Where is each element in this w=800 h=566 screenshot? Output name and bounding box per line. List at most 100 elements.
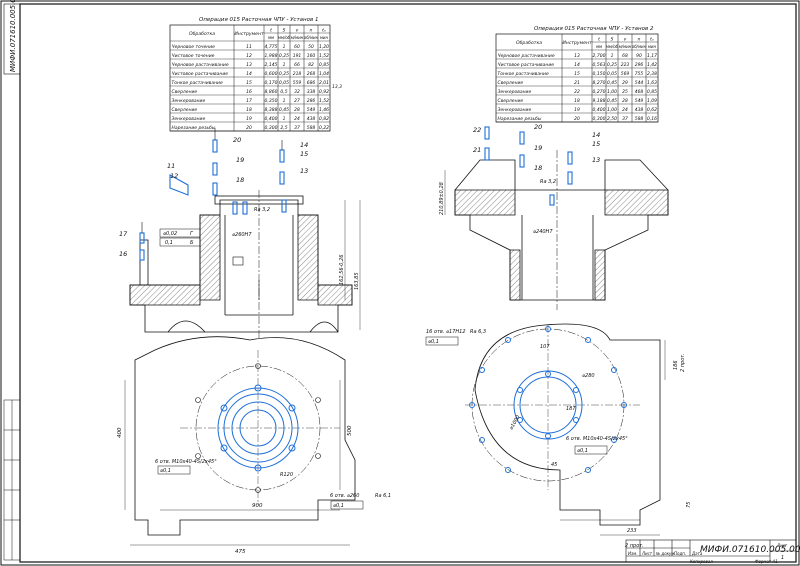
right-d75: 75 xyxy=(686,502,692,508)
tb-izm: Изм. xyxy=(628,551,637,556)
right-tools xyxy=(484,126,573,206)
table1-cell: 338 xyxy=(307,89,316,95)
table1-cell: 438 xyxy=(307,116,316,122)
left-ra2: Ra 6,1 xyxy=(375,493,391,499)
table1-cell: 218 xyxy=(293,71,302,77)
table1-cell: 268 xyxy=(307,71,316,77)
left-margin-strip xyxy=(3,399,21,561)
right-d280: ⌀280 xyxy=(582,373,595,379)
table1-cell: 16 xyxy=(246,89,252,95)
table2-cell: 22 xyxy=(574,89,580,95)
table1-header-6: tₒ xyxy=(322,28,326,34)
table1-cell: 0,92 xyxy=(319,89,329,95)
left-d400: 400 xyxy=(117,427,123,438)
table2-cell: 755 xyxy=(635,71,644,77)
table2-cell: 0,62 xyxy=(647,107,657,113)
table1-cell: 18 xyxy=(246,107,252,113)
table1-cell: 13 xyxy=(246,62,252,68)
table2-header-6: tₒ xyxy=(650,37,654,43)
callout-13: 13 xyxy=(300,167,308,175)
table2-cell: Нарезание резьбы xyxy=(498,116,542,122)
r-callout-14: 14 xyxy=(592,131,600,139)
r-callout-21: 21 xyxy=(473,146,481,154)
table2-cell: 15 xyxy=(574,71,580,77)
table2-cell: 0,25 xyxy=(607,62,617,68)
table2-cell: 20 xyxy=(574,116,580,122)
table2-cell: 438 xyxy=(635,107,644,113)
table1-unit-4: м/мин xyxy=(291,35,304,40)
table1-cell: 8,388 xyxy=(265,107,278,113)
table1-cell: 15 xyxy=(246,80,252,86)
table2-cell: 2,700 xyxy=(593,53,606,59)
table1-cell: 160 xyxy=(307,53,316,59)
table1-cell: 0,45 xyxy=(279,107,289,113)
callout-14: 14 xyxy=(300,141,308,149)
right-holes-top: 16 отв. ⌀17Н12 xyxy=(426,329,466,335)
table1-cell: 1,988 xyxy=(265,53,278,59)
table1-cell: 50 xyxy=(308,44,314,50)
tb-format: Формат А1 xyxy=(755,559,778,564)
table2-cell: 1,00 xyxy=(607,89,617,95)
table1-unit-6: мин xyxy=(320,35,329,40)
table2-cell: Чистовое растачивание xyxy=(498,62,555,68)
table2-cell: 19 xyxy=(574,107,580,113)
table2-cell: 25 xyxy=(622,89,628,95)
left-plan-blue xyxy=(217,384,299,472)
table1-cell: Чистовое точение xyxy=(172,53,215,59)
table1-cell: 14 xyxy=(246,71,252,77)
callout-17: 17 xyxy=(119,230,128,238)
table1-cell: Нарезание резьбы xyxy=(172,125,216,131)
r-callout-18: 18 xyxy=(534,164,542,172)
tb-sheet-label: Лист xyxy=(776,543,788,548)
table1-cell: 4,775 xyxy=(265,44,278,50)
table2-cell: 1 xyxy=(611,53,614,59)
table2-unit-5: об/мин xyxy=(632,44,647,49)
table1-cell: 17 xyxy=(246,98,252,104)
left-ra: Ra 3,2 xyxy=(254,207,270,213)
table2-title: Операция 015 Расточная ЧПУ - Установ 2 xyxy=(534,26,654,32)
table2-cell: 544 xyxy=(635,80,644,86)
table2-cell: 0,400 xyxy=(593,107,606,113)
table2-cell: 68 xyxy=(622,53,628,59)
left-d500: 500 xyxy=(347,425,353,436)
tb-podp: Подп. xyxy=(674,551,686,556)
table1-header-2: t xyxy=(270,28,272,34)
left-tol2-letter: Б xyxy=(190,240,194,246)
table1-cell: 686 xyxy=(307,80,316,86)
table1-cell: 1 xyxy=(283,98,286,104)
table2-cell: 0,300 xyxy=(593,116,606,122)
callout-18: 18 xyxy=(236,176,244,184)
r-callout-19: 19 xyxy=(534,144,542,152)
table1-cell: Чистовое растачивание xyxy=(172,71,229,77)
table2-cell: 569 xyxy=(621,71,630,77)
left-holes2: 6 отв. ⌀260 xyxy=(330,493,359,499)
table1-cell: 37 xyxy=(294,125,300,131)
table2-header-3: S xyxy=(611,37,614,43)
table1-cell: 11 xyxy=(246,44,252,50)
left-holes1: 6 отв. М10х40-4S/2х45° xyxy=(155,459,217,465)
tb-ndoc: № докум. xyxy=(655,551,676,556)
table2-cell: 296 xyxy=(635,62,644,68)
r-callout-13: 13 xyxy=(592,156,600,164)
right-d240: ⌀240Н7 xyxy=(533,229,553,235)
left-plan-view xyxy=(124,336,356,546)
table2-cell: 0,16 xyxy=(647,116,657,122)
table1-cell: 27 xyxy=(294,98,300,104)
table1-cell: 1,52 xyxy=(319,98,329,104)
table1-cell: 191 xyxy=(293,53,302,59)
table1-cell: 0,350 xyxy=(265,98,278,104)
table2-cell: Зенкерование xyxy=(498,107,532,113)
table1-cell: 1 xyxy=(283,62,286,68)
right-holes-bottom: 6 отв. М10х40-4S/2х45° xyxy=(566,436,628,442)
table1-cell: 286 xyxy=(307,98,316,104)
table1-unit-3: мм/об xyxy=(278,35,291,40)
table1-cell: 1,46 xyxy=(319,107,329,113)
table1-unit-2: мм xyxy=(268,35,274,40)
right-h: 210,89±0,28 xyxy=(439,182,445,215)
table1-header-3: S xyxy=(283,28,286,34)
table1-cell: 0,5 xyxy=(280,89,287,95)
table1-cell: 0,400 xyxy=(265,116,278,122)
right-d107: 107 xyxy=(540,344,550,350)
